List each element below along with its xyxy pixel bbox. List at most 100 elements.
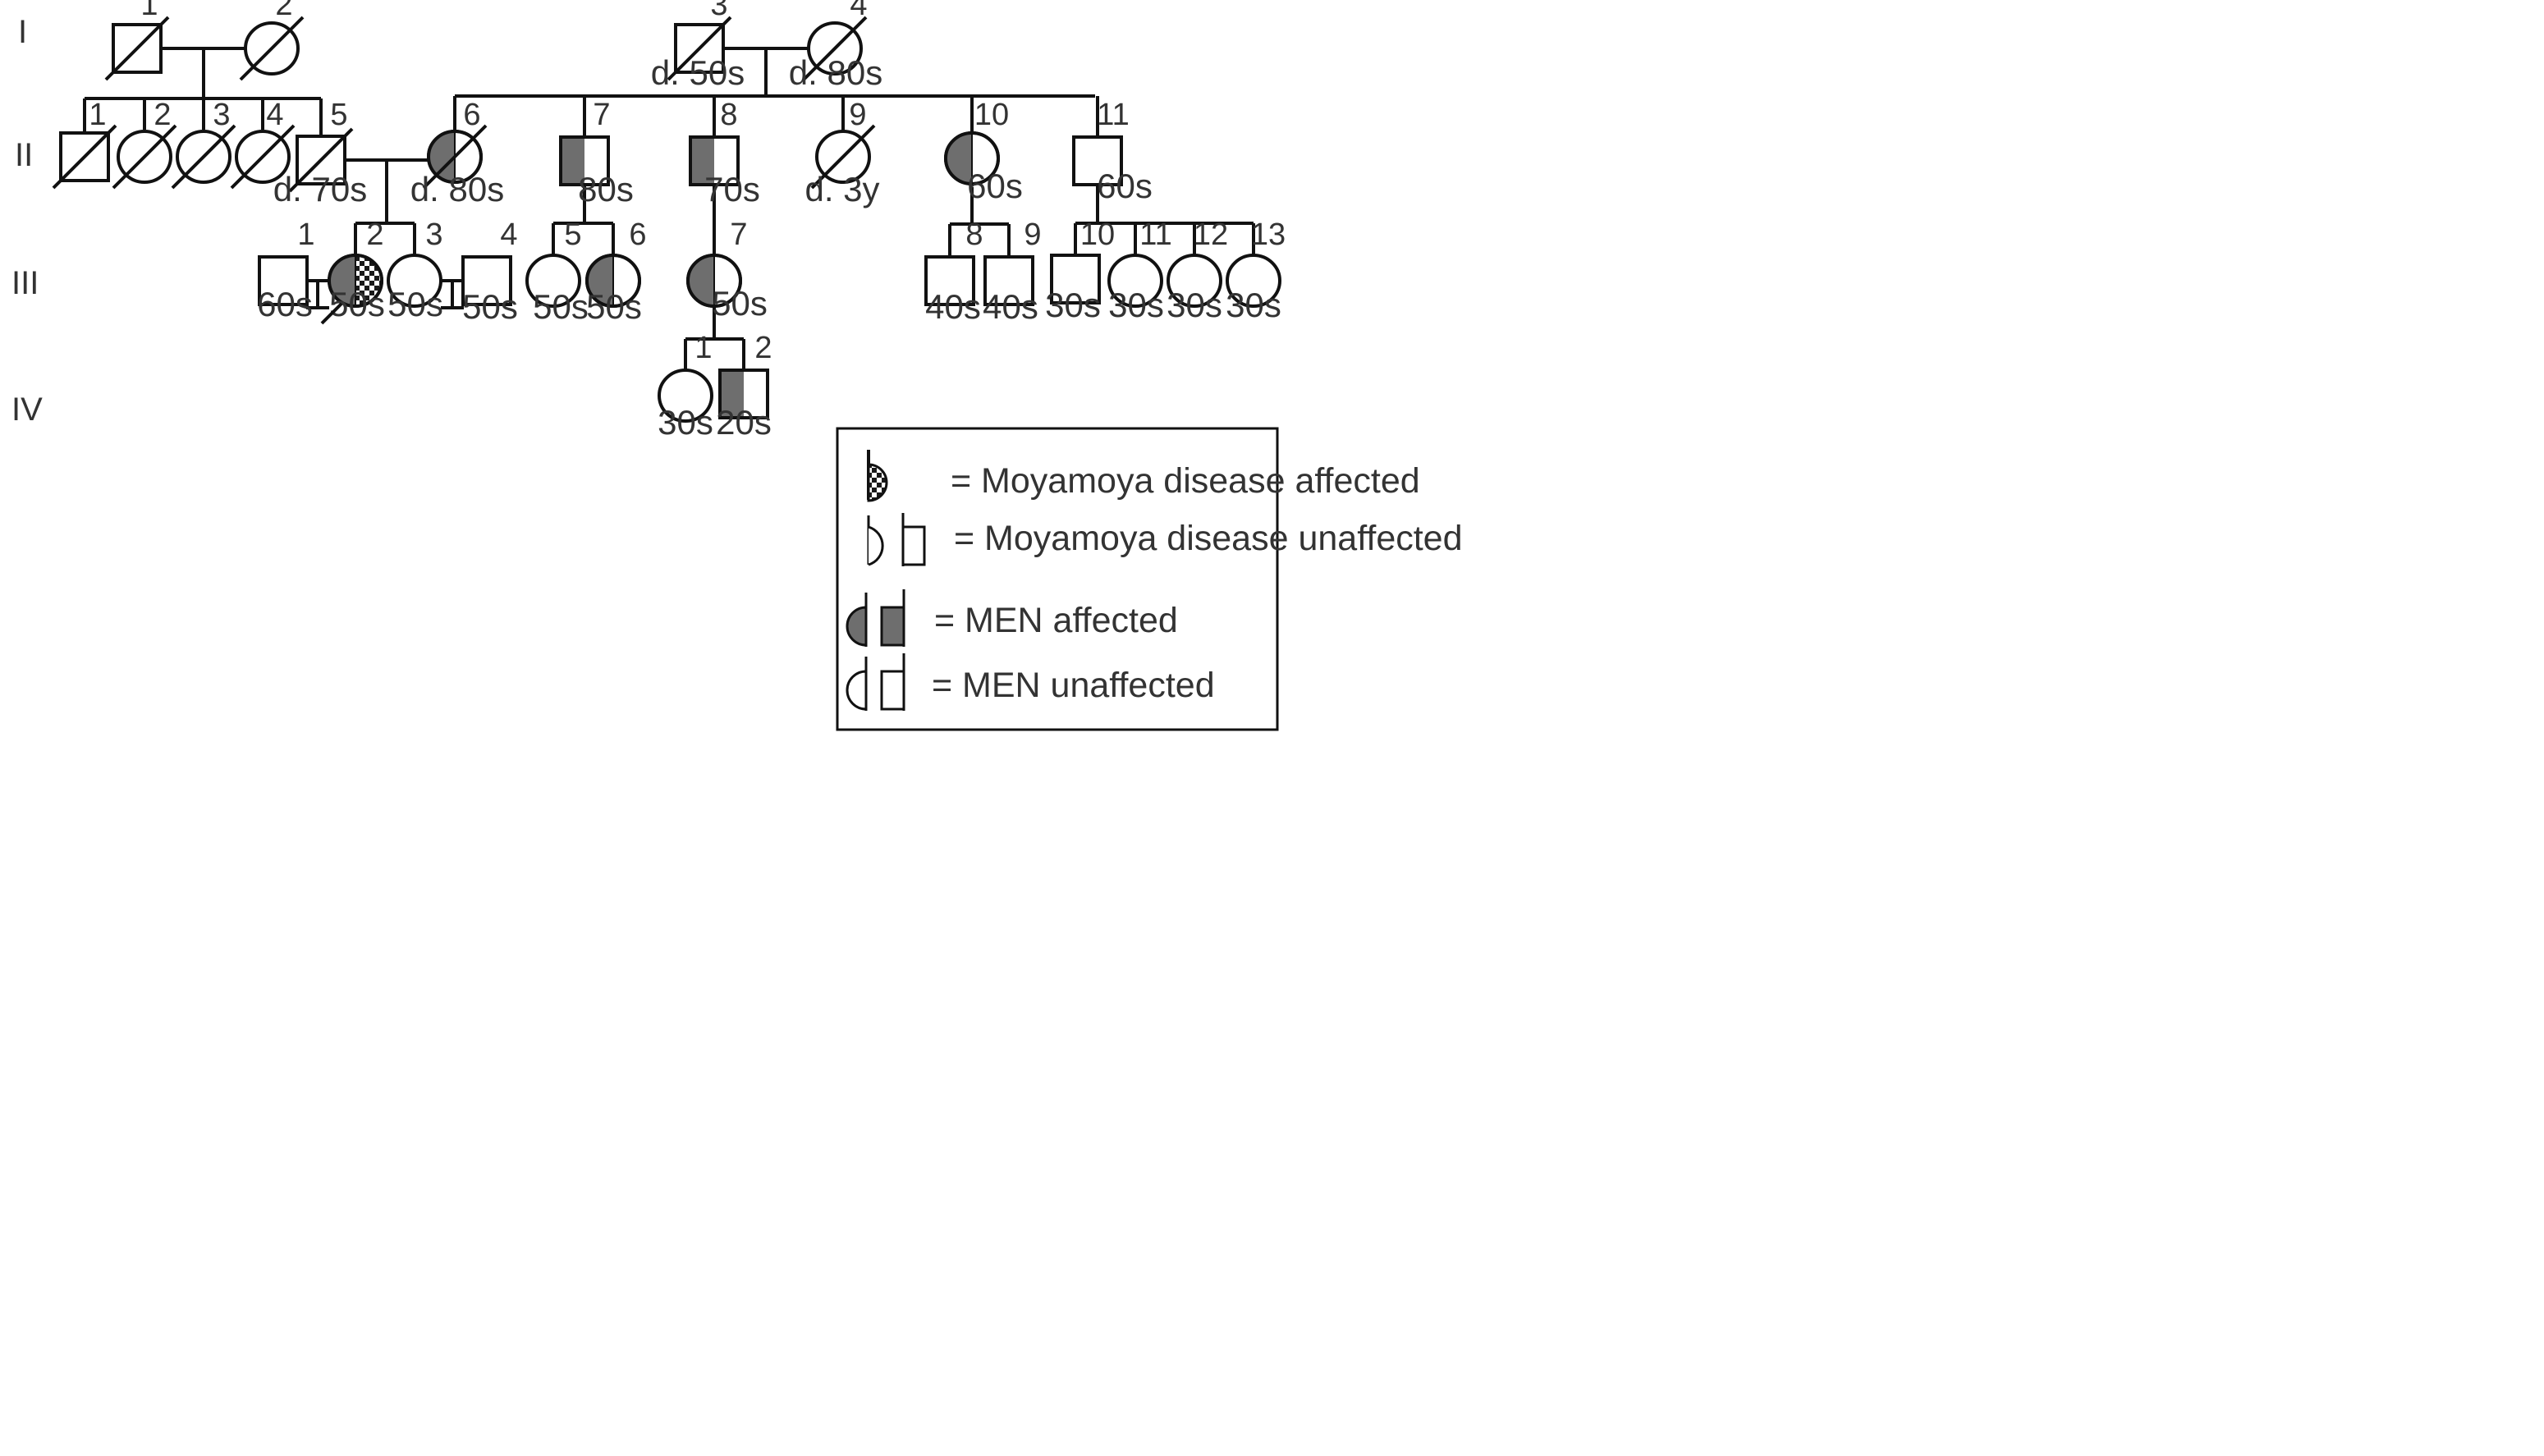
individual-age: 40s [925,287,981,326]
individual-number: 1 [694,331,712,365]
male-symbol [1072,135,1123,186]
deceased-slash [802,16,868,81]
individual-II-5: 5d. 70s [273,98,367,208]
individual-I-3: 3d. 50s [651,0,745,92]
individual-II-6: 6d. 80s [410,98,504,208]
individual-III-10: 10 30s [1045,217,1115,324]
legend-symbol-men-unaffected [846,653,905,711]
individual-age: 50s [462,287,518,326]
individual-II-3: 3 [171,98,236,190]
individual-III-6: 6 50s [585,217,647,326]
individual-number: 9 [849,98,866,132]
female-symbol [1107,254,1163,308]
deceased-slash [810,124,876,190]
individual-III-8: 8 40s [924,217,983,326]
legend-symbol-men-affected [846,589,905,647]
individual-number: 11 [1139,217,1171,252]
legend-label-men-affected: = MEN affected [934,601,1178,640]
deceased-slash [239,16,305,81]
individual-age: d. 80s [789,53,882,92]
individual-age: 40s [983,287,1038,326]
individual-number: 4 [850,0,867,22]
individual-II-4: 4 [230,98,296,190]
individual-age: 60s [257,285,313,323]
deceased-slash [104,16,170,81]
female-symbol [1226,254,1281,308]
individual-number: 8 [965,217,983,252]
deceased-slash [288,127,354,193]
individual-number: 10 [1080,217,1115,252]
pedigree-lines [83,47,1255,371]
deceased-slash [112,124,177,190]
individual-age: 30s [1108,286,1164,324]
legend-label-moyamoya-affected: = Moyamoya disease affected [951,461,1420,501]
individual-age: 80s [578,170,634,208]
men-affected-fill [429,131,455,182]
female-symbol [525,254,581,308]
generation-label-I: I [18,14,27,50]
deceased-slash [230,124,296,190]
individual-age: d. 3y [804,170,879,208]
individual-age: 50s [586,287,642,326]
individual-II-11: 11 60s [1072,98,1153,205]
individual-number: 7 [730,217,747,252]
individual-number: 12 [1194,217,1228,252]
individual-age: 20s [716,403,772,442]
men-affected-fill [946,133,972,184]
individual-number: 1 [140,0,158,22]
individual-age: 60s [1097,167,1153,205]
individual-number: 5 [330,98,347,132]
men-affected-fill [690,137,714,185]
individual-age: 50s [387,285,443,323]
individual-number: 7 [593,98,610,132]
individual-number: 4 [266,98,283,132]
men-affected-fill [688,255,714,306]
individual-III-9: 9 40s [983,217,1041,326]
individual-number: 4 [500,217,517,252]
male-symbol [461,255,512,306]
legend-box [836,427,1279,731]
individual-number: 9 [1024,217,1041,252]
male-symbol [924,255,975,306]
individual-number: 8 [720,98,737,132]
individual-number: 6 [629,217,646,252]
individual-age: 60s [967,167,1023,205]
individual-I-4: 4 d. 80s [789,0,882,92]
individual-II-2: 2 [112,98,177,190]
individual-IV-2: 2 20s [716,331,772,442]
individual-age: d. 80s [410,170,504,208]
individual-number: 2 [754,331,772,365]
female-symbol [387,254,442,308]
individual-number: 3 [710,0,727,22]
individual-number: 11 [1097,98,1129,132]
deceased-slash [422,124,488,190]
individual-number: 2 [275,0,292,22]
individual-II-7: 7 80s [559,98,634,208]
individual-number: 1 [89,98,106,132]
legend-label-men-unaffected: = MEN unaffected [932,666,1215,705]
female-symbol [1167,254,1222,308]
individual-age: 30s [1045,286,1101,324]
individual-age: 30s [1226,286,1281,324]
individual-I-1: 1 [104,0,170,81]
men-affected-fill [587,255,613,306]
legend: = Moyamoya disease affected = Moyamoya d… [836,427,1463,731]
moyamoya-affected-fill [355,255,382,306]
male-symbol [1050,254,1101,304]
proband-arrow [320,302,343,325]
individual-age: 70s [704,170,760,208]
legend-symbol-moyamoya-affected [867,450,888,502]
generation-label-III: III [11,265,39,301]
generation-label-II: II [15,137,33,173]
deceased-slash [52,124,117,190]
individual-number: 2 [366,217,383,252]
individual-number: 3 [425,217,442,252]
individual-I-2: 2 [239,0,305,81]
individual-II-1: 1 [52,98,117,190]
